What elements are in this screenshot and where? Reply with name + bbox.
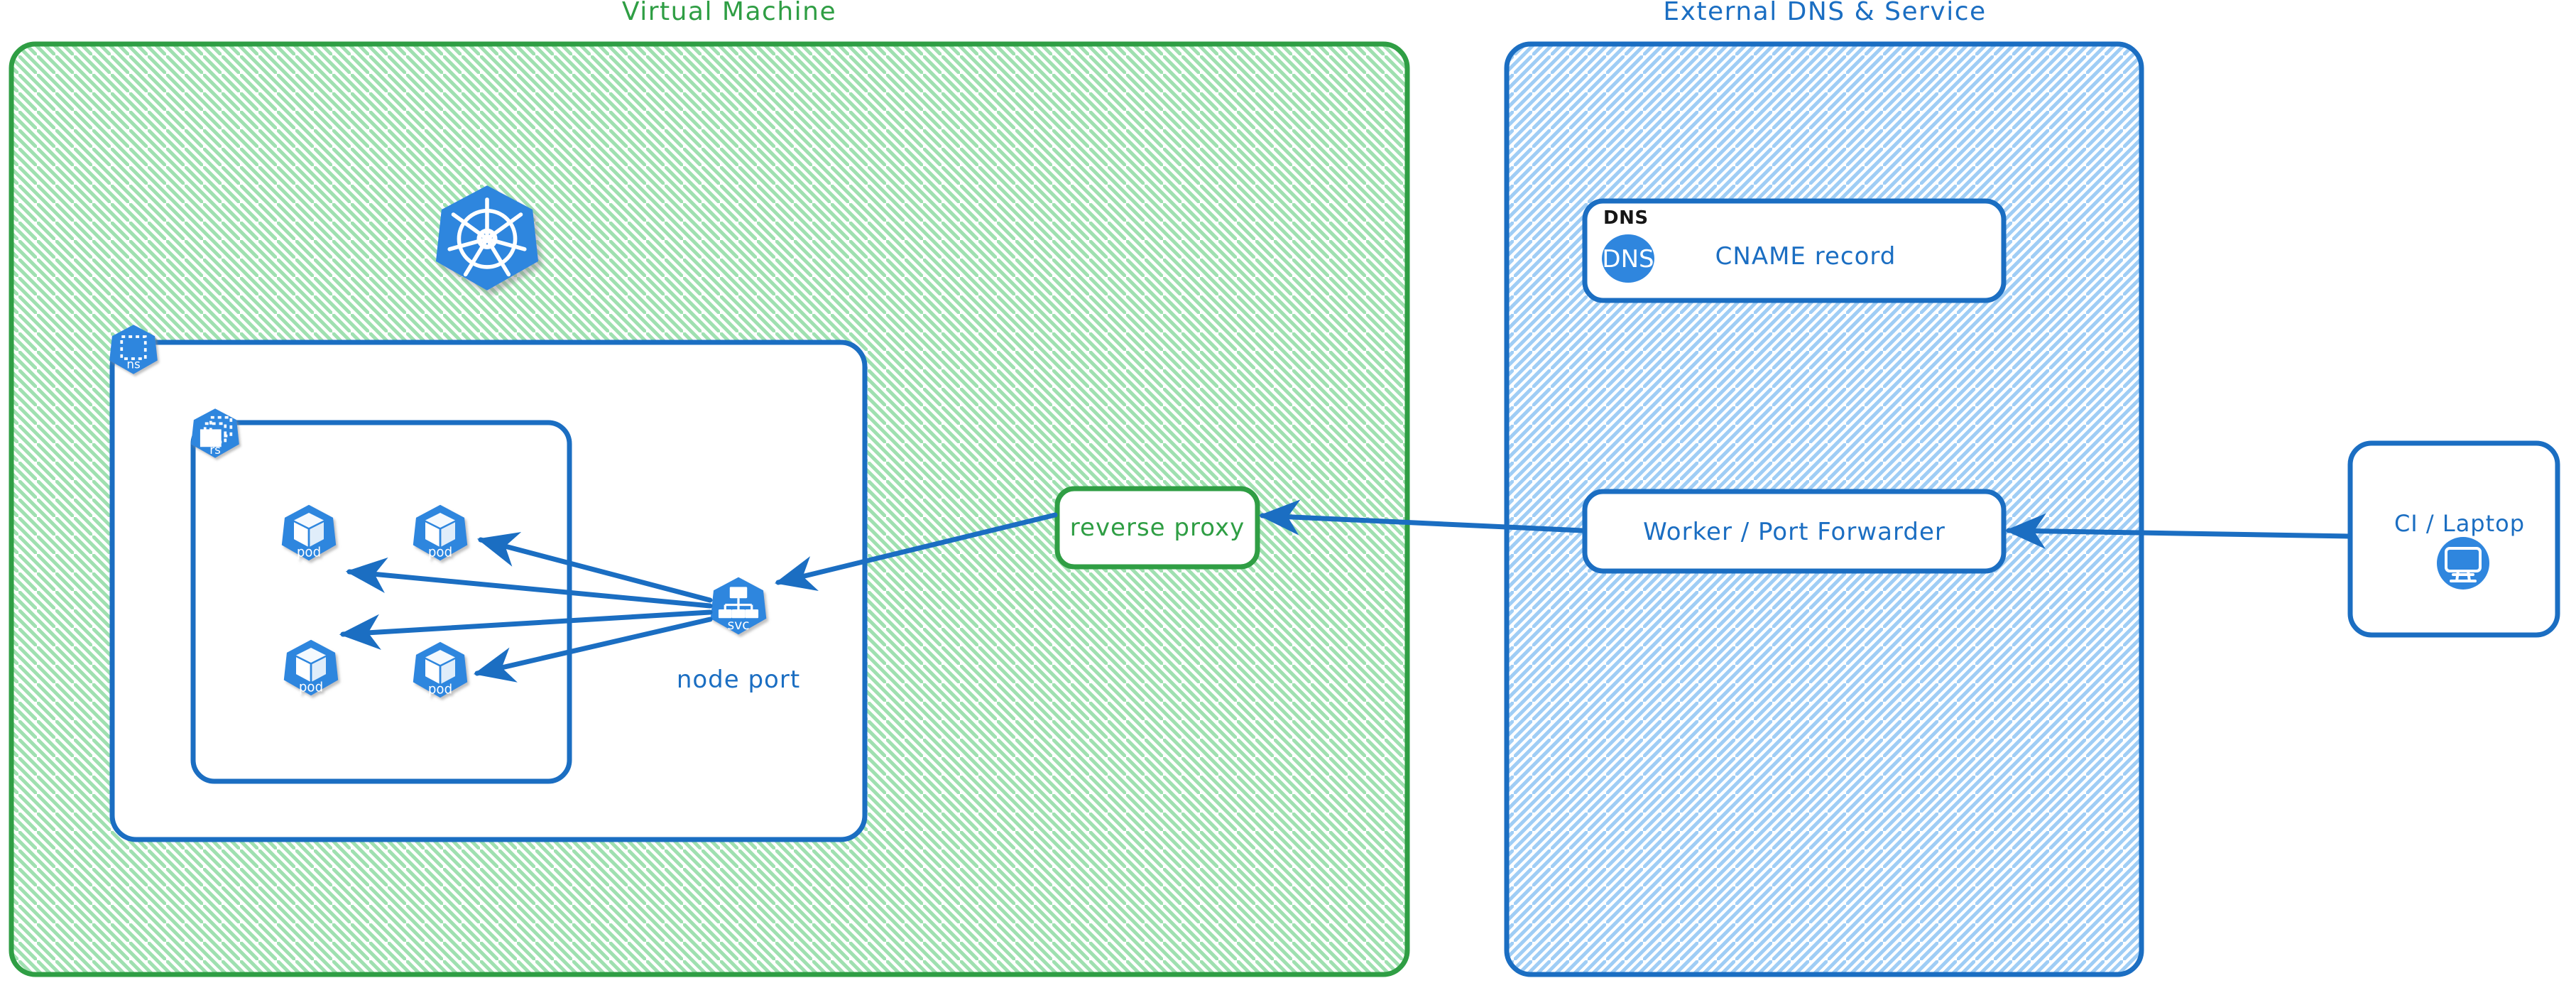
monitor-icon [2437,537,2489,590]
edge-svc-to-pod4 [473,617,713,683]
pod-cube-icon [296,648,326,682]
edge-svc-to-pod2 [476,531,713,603]
replicaset-badge-label: rs [209,442,221,457]
external-zone-title: External DNS & Service [1663,0,1987,26]
virtual-machine-zone-title: Virtual Machine [621,0,837,26]
worker-rect[interactable] [1582,489,2007,574]
pod-node-1: pod [281,504,337,561]
edge-svc-to-pod1 [345,557,713,609]
pod-label: pod [297,545,321,560]
replicaset-panel-rect [190,420,572,784]
pod-node-2: pod [413,504,468,561]
pod-cube-icon [425,650,455,684]
pod-node-4: pod [413,641,468,698]
service-tree-icon [718,587,759,619]
edge-client-to-worker [2004,513,2351,550]
edge-group [339,499,2351,683]
dns-record-box[interactable]: DNS [1582,198,2007,303]
pod-cube-icon [294,513,324,547]
edge-worker-to-reverseproxy [1258,499,1586,536]
kubernetes-logo-icon [435,185,539,290]
dns-icon-label: DNS [1602,245,1654,273]
replicaset-badge: rs [191,408,239,458]
replicaset-panel [190,420,572,784]
replicaset-stack-icon [200,416,233,447]
pod-label: pod [428,545,452,560]
edge-svc-to-pod3 [339,609,713,651]
service-node: svc [710,577,767,635]
reverse-proxy-rect[interactable] [1054,486,1260,570]
service-icon-label: svc [727,618,749,633]
pod-node-3: pod [283,639,339,696]
dns-record-rect[interactable] [1582,198,2007,303]
client-box[interactable] [2347,440,2560,638]
namespace-badge-label: ns [126,357,140,371]
pod-cube-icon [425,513,455,547]
namespace-dashed-square-icon [120,335,147,360]
pod-label: pod [428,683,452,697]
reverse-proxy-box[interactable] [1054,486,1260,570]
dns-icon: DNS [1602,234,1654,283]
worker-box[interactable] [1582,489,2007,574]
namespace-badge: ns [109,325,158,374]
pod-label: pod [299,680,323,695]
edge-reverseproxy-to-svc [774,512,1058,592]
